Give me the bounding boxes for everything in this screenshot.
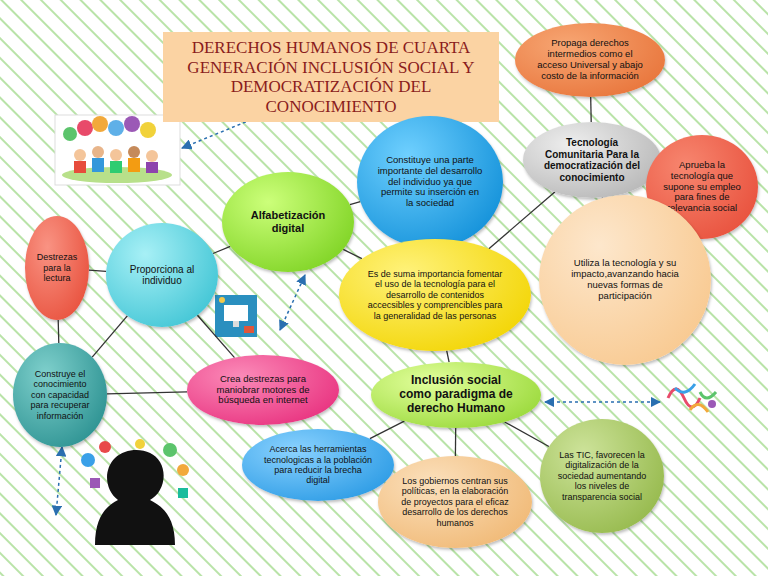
node-text: Crea destrezas para maniobrar motores de…: [209, 374, 318, 407]
computer-icon: [215, 295, 257, 337]
concept-ellipse: Alfabetización digital: [222, 172, 354, 272]
connector-line: [197, 315, 234, 357]
node-text-wrap: Proporciona al individuo: [122, 264, 203, 287]
node-text-wrap: Inclusión social como paradigma de derec…: [395, 374, 517, 415]
node-text-wrap: Aprueba la tecnología que supone su empl…: [662, 160, 743, 215]
connector-line: [447, 351, 449, 363]
node-text: Propaga derechos intermedios como el acc…: [536, 38, 644, 82]
concept-ellipse: Es de suma importancia fomentar el uso d…: [339, 239, 531, 351]
head-icons-illustration: [81, 439, 189, 545]
concept-ellipse: Las TIC, favorecen la digitalización de …: [540, 419, 664, 533]
connector-line: [350, 202, 360, 205]
connector-line: [213, 246, 230, 253]
node-text-wrap: Alfabetización digital: [241, 209, 336, 234]
node-text: Destrezas para la lectura: [34, 252, 80, 283]
connector-line: [343, 249, 362, 258]
connector-line: [505, 422, 549, 447]
node-text-wrap: Los gobiernos centran sus políticas, en …: [400, 476, 511, 528]
concept-ellipse: Los gobiernos centran sus políticas, en …: [378, 456, 532, 548]
concept-ellipse: Tecnología Comunitaria Para la democrati…: [523, 122, 661, 198]
node-text-wrap: Tecnología Comunitaria Para la democrati…: [543, 137, 642, 183]
node-text-wrap: Propaga derechos intermedios como el acc…: [536, 38, 644, 82]
node-text-wrap: Construye el conocimiento con capacidad …: [26, 369, 94, 421]
concept-ellipse: Propaga derechos intermedios como el acc…: [515, 23, 665, 97]
node-text: Es de suma importancia fomentar el uso d…: [366, 269, 504, 321]
node-text: Tecnología Comunitaria Para la democrati…: [543, 137, 642, 183]
node-text-wrap: Utiliza la tecnología y su impacto,avanz…: [563, 258, 687, 302]
concept-ellipse: Inclusión social como paradigma de derec…: [371, 362, 541, 428]
connector-line: [370, 421, 404, 439]
node-text: Acerca las herramientas tecnologicas a l…: [264, 444, 373, 485]
title-box: DERECHOS HUMANOS DE CUARTA GENERACIÓN IN…: [163, 32, 499, 122]
connector-line: [92, 316, 127, 357]
concept-ellipse: Crea destrezas para maniobrar motores de…: [187, 355, 339, 425]
connector-line: [107, 392, 187, 394]
diagram-title: DERECHOS HUMANOS DE CUARTA GENERACIÓN IN…: [171, 38, 491, 116]
node-text: Construye el conocimiento con capacidad …: [26, 369, 94, 421]
node-text-wrap: Destrezas para la lectura: [34, 252, 80, 283]
node-text-wrap: Crea destrezas para maniobrar motores de…: [209, 374, 318, 407]
node-text-wrap: Acerca las herramientas tecnologicas a l…: [264, 444, 373, 485]
connector-line: [58, 320, 60, 343]
rights-illustration: [55, 115, 180, 185]
node-text: Aprueba la tecnología que supone su empl…: [662, 160, 743, 215]
node-text: Alfabetización digital: [241, 209, 336, 234]
node-text: Proporciona al individuo: [122, 264, 203, 287]
concept-ellipse: Constituye una parte importante del desa…: [357, 116, 503, 248]
concept-ellipse: Utiliza la tecnología y su impacto,avanz…: [539, 195, 711, 365]
colourful-figures: [668, 384, 716, 412]
concept-ellipse: Destrezas para la lectura: [25, 216, 89, 320]
node-text-wrap: Es de suma importancia fomentar el uso d…: [366, 269, 504, 321]
concept-ellipse: Construye el conocimiento con capacidad …: [13, 343, 107, 447]
concept-ellipse: Acerca las herramientas tecnologicas a l…: [242, 429, 394, 501]
node-text: Inclusión social como paradigma de derec…: [395, 374, 517, 415]
node-text: Constituye una parte importante del desa…: [378, 155, 483, 210]
connector-line: [455, 428, 457, 456]
node-text: Utiliza la tecnología y su impacto,avanz…: [563, 258, 687, 302]
node-text: Los gobiernos centran sus políticas, en …: [400, 476, 511, 528]
connector-line: [89, 270, 106, 271]
concept-ellipse: Proporciona al individuo: [106, 223, 218, 327]
node-text: Las TIC, favorecen la digitalización de …: [558, 450, 647, 502]
node-text-wrap: Constituye una parte importante del desa…: [378, 155, 483, 210]
connector-line: [590, 97, 592, 122]
node-text-wrap: Las TIC, favorecen la digitalización de …: [558, 450, 647, 502]
